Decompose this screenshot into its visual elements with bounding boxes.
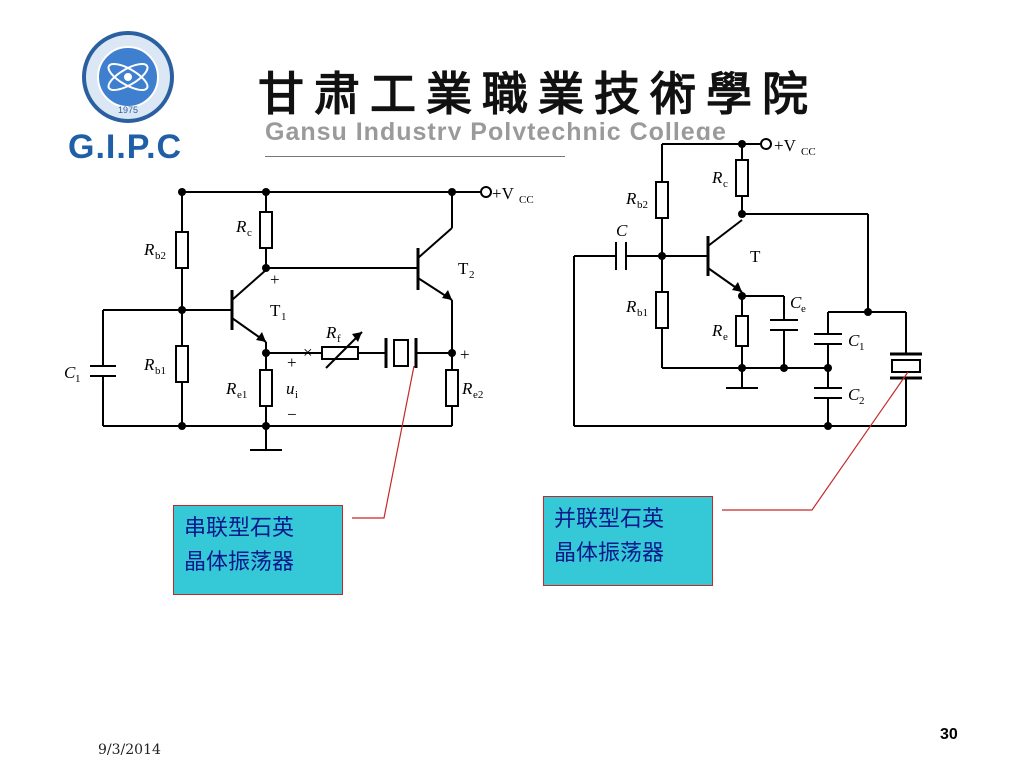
svg-text:e: e [723,331,728,343]
slide-page-number: 30 [940,726,958,743]
series-label-line2: 晶体振荡器 [184,550,295,575]
right-rb2-label: R [625,189,637,208]
svg-text:b1: b1 [155,365,166,377]
left-rb1-label: R [143,355,155,374]
college-emblem-icon: 1975 [82,31,174,123]
svg-text:b2: b2 [637,199,648,211]
left-rf-label: R [325,323,337,342]
parallel-label-line2: 晶体振荡器 [554,541,665,566]
right-re-label: R [711,321,723,340]
left-plus-re2: + [460,345,470,364]
left-plus-collector: + [270,270,280,289]
right-rb1-label: R [625,297,637,316]
college-title-english: Gansu Industry Polytechnic College [265,118,727,140]
right-ce-label: C [790,293,802,312]
series-label-leader [352,365,415,519]
slide-date: 9/3/2014 [98,742,161,758]
right-vcc-label: +V [774,136,797,155]
parallel-oscillator-circuit [573,138,922,427]
left-ui-label: u [286,379,295,398]
logo-abbreviation: G.I.P.C [68,128,183,166]
svg-text:1: 1 [859,341,865,353]
left-vcc-label: +V [492,184,515,203]
series-circuit-labels: +V CC R b2 R c R b1 R e1 R e2 R f C 1 T … [64,184,534,424]
parallel-label-leader [722,371,909,511]
svg-text:1: 1 [75,373,81,385]
svg-text:2: 2 [469,269,475,281]
right-c-label: C [616,221,628,240]
left-c1-label: C [64,363,76,382]
left-rb2-label: R [143,240,155,259]
series-oscillator-label: 串联型石英 晶体振荡器 [173,505,343,595]
svg-text:e1: e1 [237,389,247,401]
college-title-chinese: 甘肃工業職業技術學院 [258,67,818,121]
left-re1-label: R [225,379,237,398]
parallel-label-line1: 并联型石英 [554,507,665,532]
svg-text:b1: b1 [637,307,648,319]
left-cross-mark: × [303,343,313,362]
right-t-label: T [750,247,761,266]
svg-text:CC: CC [519,194,534,206]
svg-text:e2: e2 [473,389,483,401]
parallel-oscillator-label: 并联型石英 晶体振荡器 [543,496,713,586]
series-label-line1: 串联型石英 [184,516,295,541]
left-t1-label: T [270,301,281,320]
left-t2-label: T [458,259,469,278]
svg-text:CC: CC [801,146,816,158]
svg-text:f: f [337,333,341,345]
parallel-circuit-labels: +V CC R c R b2 R b1 R e C C e C 1 C 2 T [616,136,865,407]
college-logo: 1975 [60,25,220,165]
svg-text:1: 1 [281,311,287,323]
left-minus-label: − [287,405,297,424]
svg-text:e: e [801,303,806,315]
svg-text:2: 2 [859,395,865,407]
svg-text:i: i [295,389,298,401]
svg-text:b2: b2 [155,250,166,262]
title-divider [265,156,565,157]
right-c2-label: C [848,385,860,404]
left-plus-emitter: + [287,353,297,372]
svg-text:c: c [247,227,252,239]
svg-text:c: c [723,178,728,190]
left-rc-label: R [235,217,247,236]
right-c1-label: C [848,331,860,350]
right-rc-label: R [711,168,723,187]
logo-year: 1975 [118,105,138,115]
left-re2-label: R [461,379,473,398]
